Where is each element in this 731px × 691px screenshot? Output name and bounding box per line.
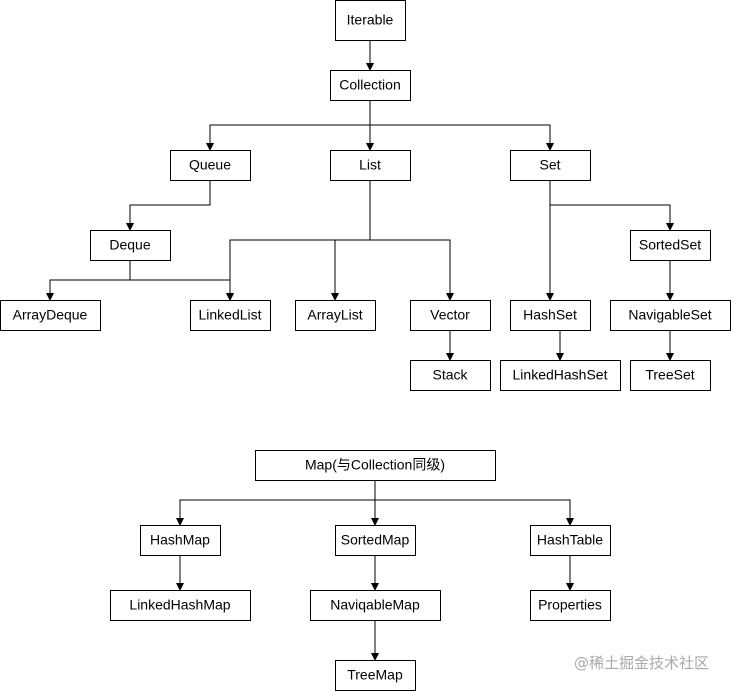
node-box	[610, 300, 731, 331]
edge-deque-to-arraydeque	[46, 260, 131, 301]
node-hashmap: HashMap	[140, 525, 221, 556]
node-box	[630, 230, 711, 261]
node-label: LinkedHashSet	[513, 367, 608, 383]
node-label: Map(与Collection同级)	[305, 457, 445, 473]
edge-collection-to-set	[369, 100, 554, 151]
node-map: Map(与Collection同级)	[255, 450, 496, 481]
edge-map-to-hashmap	[176, 480, 376, 526]
edge-set-to-sortedset	[549, 180, 674, 231]
node-hashtable: HashTable	[530, 525, 611, 556]
edge-deque-to-linkedlist	[129, 260, 234, 301]
node-treemap: TreeMap	[335, 660, 416, 691]
node-label: Deque	[109, 237, 150, 253]
node-box	[190, 300, 271, 331]
node-linkedlist: LinkedList	[190, 300, 271, 331]
node-label: LinkedHashMap	[129, 597, 230, 613]
node-box	[255, 450, 496, 481]
node-label: LinkedList	[198, 307, 261, 323]
edge-list-to-arraylist	[331, 180, 371, 301]
node-set: Set	[510, 150, 591, 181]
node-label: TreeMap	[347, 667, 403, 683]
node-box	[630, 360, 711, 391]
node-box	[90, 230, 171, 261]
node-label: HashMap	[150, 532, 210, 548]
node-box	[330, 150, 411, 181]
node-queue: Queue	[170, 150, 251, 181]
node-navigableset: NavigableSet	[610, 300, 731, 331]
node-stack: Stack	[410, 360, 491, 391]
node-sortedset: SortedSet	[630, 230, 711, 261]
node-label: Collection	[339, 77, 400, 93]
node-label: HashSet	[523, 307, 577, 323]
node-box	[410, 360, 491, 391]
node-box	[500, 360, 621, 391]
node-box	[510, 300, 591, 331]
edge-collection-to-queue	[206, 100, 371, 151]
node-label: Properties	[538, 597, 602, 613]
node-label: NavigableSet	[628, 307, 711, 323]
node-properties: Properties	[530, 590, 611, 621]
node-box	[335, 660, 416, 691]
node-linkedhashset: LinkedHashSet	[500, 360, 621, 391]
node-label: List	[359, 157, 381, 173]
edges-layer	[46, 40, 674, 661]
node-hashset: HashSet	[510, 300, 591, 331]
node-label: Iterable	[347, 12, 394, 28]
edge-map-to-hashtable	[374, 480, 574, 526]
node-box	[295, 300, 376, 331]
node-label: TreeSet	[645, 367, 694, 383]
node-box	[510, 150, 591, 181]
node-box	[0, 300, 101, 331]
node-box	[530, 525, 611, 556]
node-box	[170, 150, 251, 181]
node-box	[410, 300, 491, 331]
node-deque: Deque	[90, 230, 171, 261]
node-box	[310, 590, 441, 621]
node-box	[335, 525, 416, 556]
node-list: List	[330, 150, 411, 181]
node-vector: Vector	[410, 300, 491, 331]
node-arraydeque: ArrayDeque	[0, 300, 101, 331]
node-box	[530, 590, 611, 621]
node-linkedhashmap: LinkedHashMap	[110, 590, 251, 621]
node-naviqablemap: NaviqableMap	[310, 590, 441, 621]
node-label: Set	[539, 157, 560, 173]
node-label: Vector	[430, 307, 470, 323]
node-sortedmap: SortedMap	[335, 525, 416, 556]
node-box	[140, 525, 221, 556]
edge-queue-to-deque	[126, 180, 211, 231]
node-box	[335, 0, 406, 41]
node-label: Stack	[432, 367, 468, 383]
node-collection: Collection	[330, 70, 411, 101]
node-label: HashTable	[537, 532, 603, 548]
edge-list-to-vector	[369, 180, 454, 301]
node-label: ArrayList	[307, 307, 362, 323]
node-box	[110, 590, 251, 621]
node-label: SortedSet	[639, 237, 701, 253]
node-label: SortedMap	[341, 532, 410, 548]
node-treeset: TreeSet	[630, 360, 711, 391]
watermark: @稀土掘金技术社区	[574, 654, 710, 672]
node-label: NaviqableMap	[330, 597, 420, 613]
node-iterable: Iterable	[335, 0, 406, 41]
node-box	[330, 70, 411, 101]
node-arraylist: ArrayList	[295, 300, 376, 331]
node-label: ArrayDeque	[13, 307, 88, 323]
node-label: Queue	[189, 157, 231, 173]
